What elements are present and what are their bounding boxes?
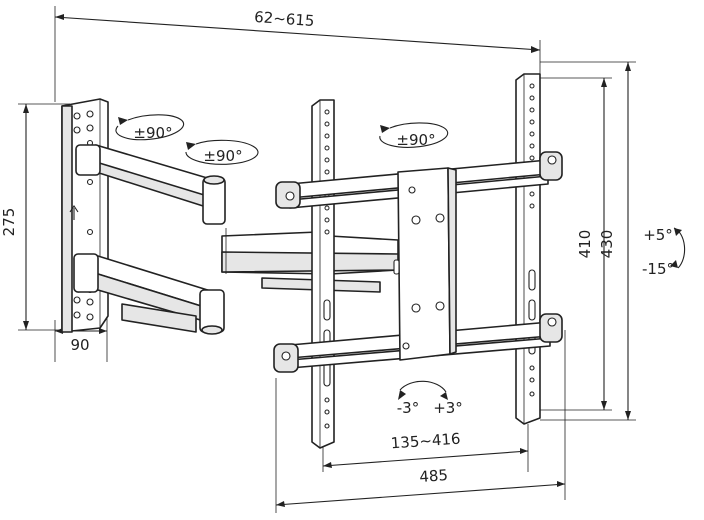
dim-top-width-label: 62~615 xyxy=(254,8,315,30)
tilt-down-label: -15° xyxy=(642,260,674,278)
level-arc-icon xyxy=(399,380,447,393)
left-vertical-rail xyxy=(311,99,335,449)
dim-hole-spacing xyxy=(322,424,529,472)
right-vertical-rail xyxy=(515,73,541,425)
wall-plate xyxy=(61,98,109,333)
head-swivel-indicator: ±90° xyxy=(379,122,449,149)
center-mounting-plate xyxy=(393,167,457,361)
tilt-up-label: +5° xyxy=(643,226,673,244)
rotate-arrow-icon xyxy=(379,122,449,148)
arm-swivel-indicator: ±90° xyxy=(185,139,259,165)
dim-max-width xyxy=(275,330,566,513)
rotate-arrow-icon xyxy=(115,114,185,141)
tilt-indicator: +5° -15° xyxy=(642,226,686,278)
dim-rail-inner-label: 410 xyxy=(576,230,594,259)
rotate-arrow-icon xyxy=(185,139,259,165)
wall-swivel-label: ±90° xyxy=(133,124,172,142)
dim-max-width-label: 485 xyxy=(419,466,449,486)
dim-wall-plate-depth-label: 90 xyxy=(70,336,89,354)
level-indicator: -3° +3° xyxy=(397,380,463,417)
up-arrow-icon xyxy=(69,205,79,220)
dim-wall-plate-height xyxy=(18,103,70,331)
upper-arm xyxy=(75,144,226,225)
wall-swivel-indicator: ±90° xyxy=(115,114,185,142)
middle-arm xyxy=(221,228,399,293)
dim-hole-spacing-label: 135~416 xyxy=(390,430,461,453)
lower-arm xyxy=(73,253,225,335)
dim-wall-plate-height-label: 275 xyxy=(0,208,18,237)
head-swivel-label: ±90° xyxy=(396,131,435,149)
level-right-label: +3° xyxy=(433,399,463,417)
dim-top-width xyxy=(54,6,541,102)
dim-rail-outer-label: 430 xyxy=(598,230,616,259)
arm-swivel-label: ±90° xyxy=(203,147,242,165)
level-left-label: -3° xyxy=(397,399,419,417)
dim-rail-outer xyxy=(540,61,636,421)
dim-rail-inner xyxy=(536,77,612,411)
